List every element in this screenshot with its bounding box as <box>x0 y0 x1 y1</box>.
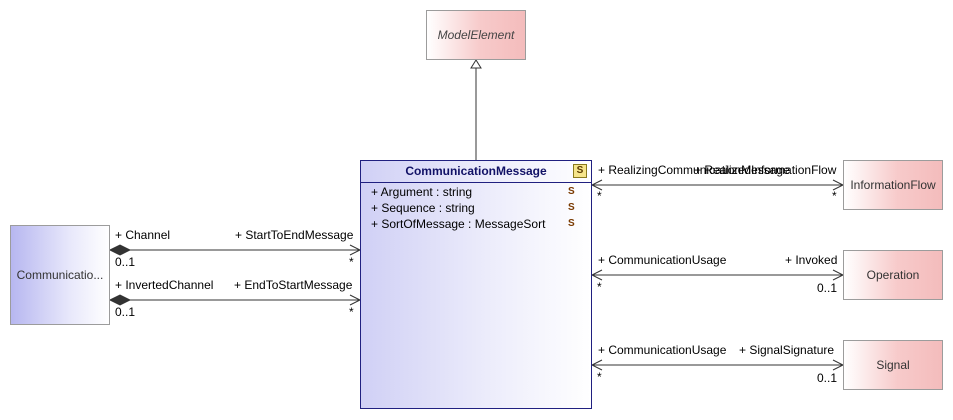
channel-association <box>108 244 362 256</box>
role-label: + SignalSignature <box>739 343 835 357</box>
multiplicity-label: 0..1 <box>115 305 136 319</box>
class-name: ModelElement <box>437 28 515 42</box>
signal-class[interactable]: Signal <box>843 340 943 390</box>
multiplicity-label: * <box>597 370 602 384</box>
role-label: + InvertedChannel <box>115 278 214 292</box>
information-flow-association <box>590 179 845 191</box>
static-attribute-icon: S <box>568 218 575 229</box>
inverted-channel-association <box>108 294 362 306</box>
stereotype-icon: S <box>573 164 587 178</box>
operation-class[interactable]: Operation <box>843 250 943 300</box>
composition-diamond <box>108 244 132 256</box>
class-name: Communicatio... <box>16 268 104 282</box>
attribute-row[interactable]: + Argument : string S <box>361 184 591 200</box>
communication-message-class[interactable]: CommunicationMessage S + Argument : stri… <box>360 160 592 409</box>
static-attribute-icon: S <box>568 186 575 197</box>
role-label: + CommunicationUsage <box>598 343 727 357</box>
role-label: + CommunicationUsage <box>598 253 727 267</box>
operation-association <box>590 269 845 281</box>
role-label: + StartToEndMessage <box>235 228 354 242</box>
role-label: + RealizingCommunicationMessage <box>598 163 790 177</box>
class-name: InformationFlow <box>850 178 936 192</box>
class-name: Signal <box>876 358 910 372</box>
attribute-row[interactable]: + SortOfMessage : MessageSort S <box>361 216 591 232</box>
multiplicity-label: * <box>349 255 354 269</box>
role-label: + RealizedInformationFlow <box>694 163 837 177</box>
class-name: Operation <box>866 268 920 282</box>
class-header: CommunicationMessage S <box>361 161 591 183</box>
composition-diamond <box>108 294 132 306</box>
generalization-connector <box>470 59 482 160</box>
model-element-class[interactable]: ModelElement <box>426 10 526 60</box>
role-label: + Channel <box>115 228 171 242</box>
multiplicity-label: * <box>597 189 602 203</box>
multiplicity-label: 0..1 <box>817 371 838 385</box>
attribute-label: + Sequence : string <box>371 201 475 215</box>
generalization-arrowhead <box>470 59 482 69</box>
role-label: + EndToStartMessage <box>234 278 353 292</box>
multiplicity-label: 0..1 <box>115 255 136 269</box>
class-name: CommunicationMessage <box>405 164 547 178</box>
multiplicity-label: * <box>349 305 354 319</box>
attribute-label: + Argument : string <box>371 185 473 199</box>
attribute-row[interactable]: + Sequence : string S <box>361 200 591 216</box>
multiplicity-label: 0..1 <box>817 281 838 295</box>
multiplicity-label: * <box>832 189 837 203</box>
information-flow-class[interactable]: InformationFlow <box>843 160 943 210</box>
attribute-label: + SortOfMessage : MessageSort <box>371 217 546 231</box>
attribute-list: + Argument : string S + Sequence : strin… <box>361 184 591 232</box>
signal-association <box>590 359 845 371</box>
static-attribute-icon: S <box>568 202 575 213</box>
communication-class[interactable]: Communicatio... <box>10 225 110 325</box>
multiplicity-label: * <box>597 280 602 294</box>
role-label: + Invoked <box>785 253 838 267</box>
